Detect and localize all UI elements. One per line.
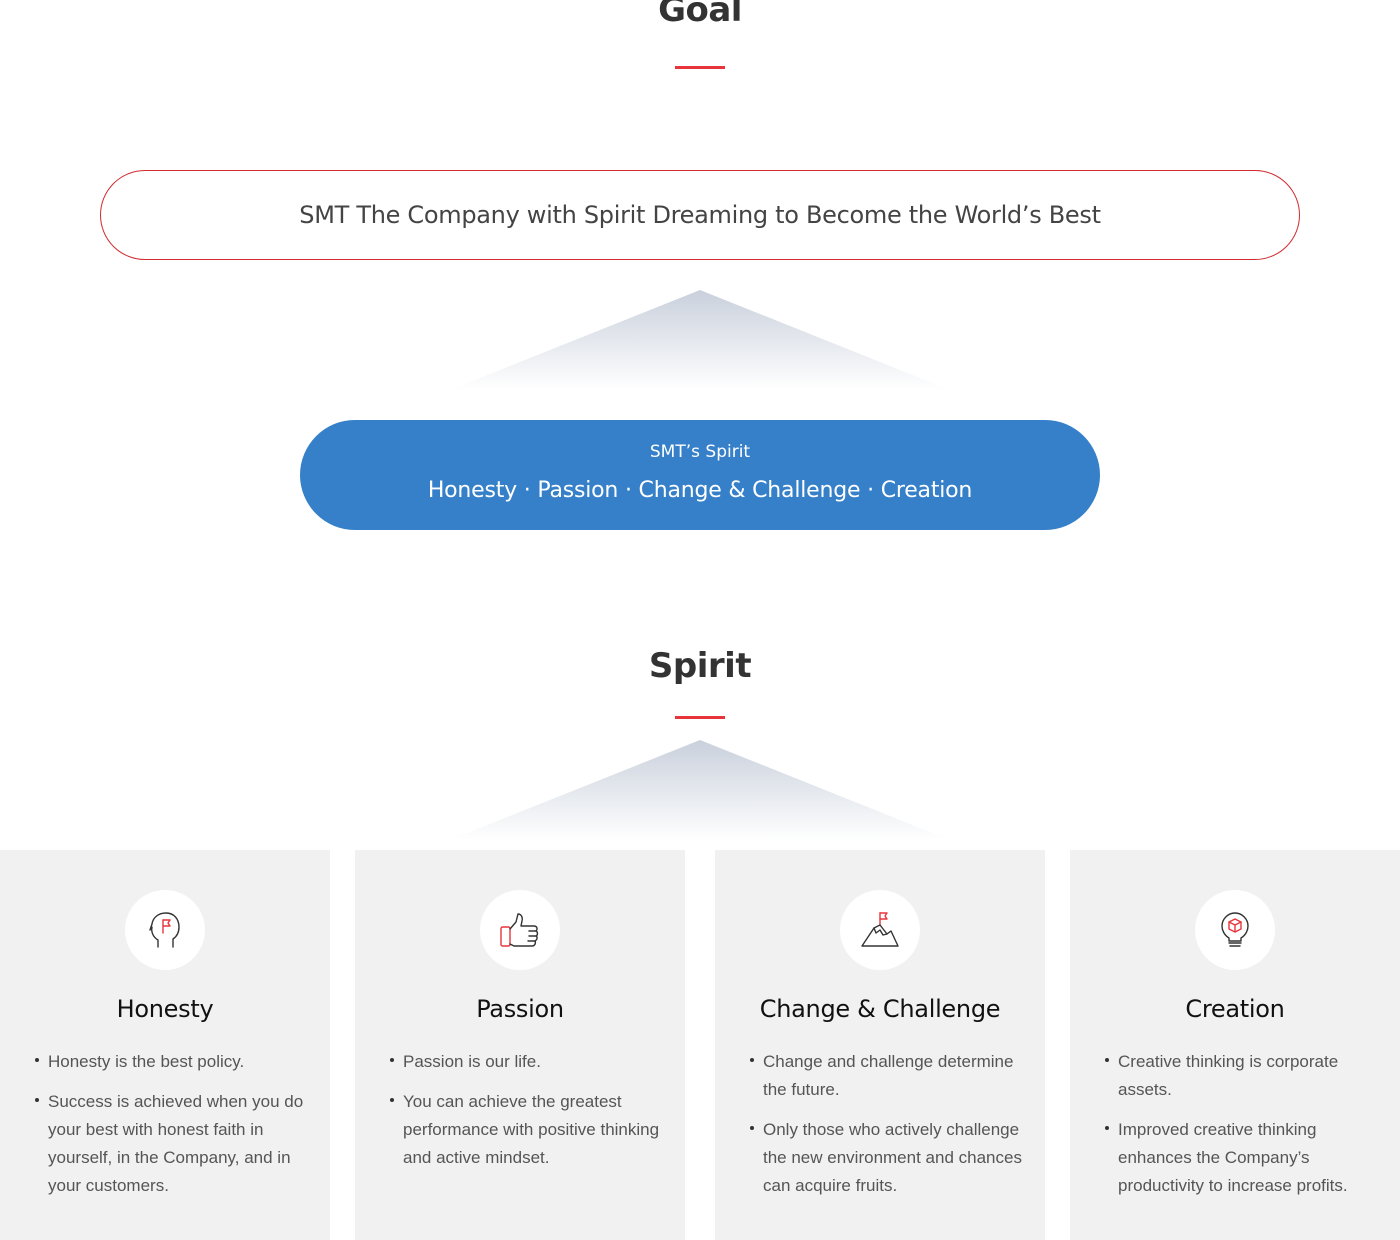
card-point: Honesty is the best policy. xyxy=(35,1048,308,1076)
spirit-summary-values: Honesty · Passion · Change & Challenge ·… xyxy=(427,478,973,503)
connector-triangle-bottom xyxy=(450,740,950,840)
card-point: Success is achieved when you do your bes… xyxy=(35,1088,308,1200)
card-point: Only those who actively challenge the ne… xyxy=(750,1116,1023,1200)
spirit-title-underline xyxy=(675,716,725,719)
spirit-summary-pill: SMT’s Spirit Honesty · Passion · Change … xyxy=(300,420,1100,530)
card-point: Change and challenge determine the futur… xyxy=(750,1048,1023,1104)
head-flag-icon xyxy=(125,890,205,970)
card-points: Change and challenge determine the futur… xyxy=(750,1048,1023,1212)
goal-title-underline xyxy=(675,66,725,69)
spirit-summary-label: SMT’s Spirit xyxy=(649,442,751,462)
card-title: Change & Challenge xyxy=(759,995,1001,1023)
card-point: Improved creative thinking enhances the … xyxy=(1105,1116,1378,1200)
spirit-card-honesty: Honesty Honesty is the best policy. Succ… xyxy=(0,850,330,1240)
card-points: Passion is our life. You can achieve the… xyxy=(390,1048,663,1184)
spirit-card-change-challenge: Change & Challenge Change and challenge … xyxy=(715,850,1045,1240)
card-point: You can achieve the greatest performance… xyxy=(390,1088,663,1172)
spirit-card-passion: Passion Passion is our life. You can ach… xyxy=(355,850,685,1240)
card-title: Creation xyxy=(1185,995,1285,1023)
card-title: Passion xyxy=(476,995,564,1023)
thumbs-up-icon xyxy=(480,890,560,970)
spirit-card-creation: Creation Creative thinking is corporate … xyxy=(1070,850,1400,1240)
lightbulb-cube-icon xyxy=(1195,890,1275,970)
card-point: Passion is our life. xyxy=(390,1048,663,1076)
connector-triangle-top xyxy=(450,290,950,390)
spirit-title: Spirit xyxy=(648,646,752,686)
goal-statement: SMT The Company with Spirit Dreaming to … xyxy=(299,201,1101,229)
goal-statement-box: SMT The Company with Spirit Dreaming to … xyxy=(100,170,1300,260)
card-points: Honesty is the best policy. Success is a… xyxy=(35,1048,308,1212)
card-points: Creative thinking is corporate assets. I… xyxy=(1105,1048,1378,1212)
card-point: Creative thinking is corporate assets. xyxy=(1105,1048,1378,1104)
mountain-flag-icon xyxy=(840,890,920,970)
card-title: Honesty xyxy=(116,995,214,1023)
goal-title: Goal xyxy=(658,0,742,30)
